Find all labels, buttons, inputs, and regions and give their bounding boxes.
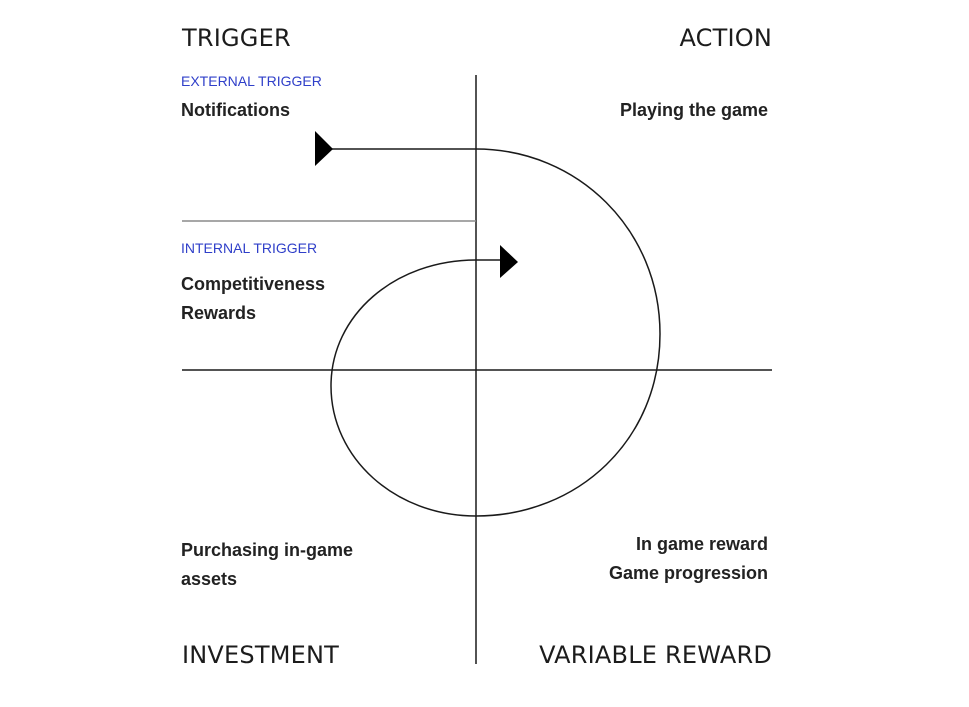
- variable-reward-item: In game reward: [635, 534, 768, 554]
- internal-trigger-label: INTERNAL TRIGGER: [181, 240, 318, 256]
- internal-trigger-item: Competitiveness: [181, 274, 326, 294]
- variable-reward-title: VARIABLE REWARD: [539, 641, 772, 669]
- trigger-title: TRIGGER: [182, 24, 291, 52]
- internal-trigger-arrow-icon: [500, 245, 518, 278]
- investment-item: assets: [181, 569, 238, 589]
- hook-loop-path: [330, 148, 661, 517]
- external-trigger-label: EXTERNAL TRIGGER: [181, 73, 322, 89]
- external-trigger-arrow-icon: [315, 131, 333, 166]
- investment-item: Purchasing in-game: [181, 540, 354, 560]
- action-item: Playing the game: [619, 100, 768, 120]
- investment-title: INVESTMENT: [182, 641, 339, 669]
- external-trigger-item: Notifications: [181, 100, 291, 120]
- variable-reward-item: Game progression: [608, 563, 768, 583]
- internal-trigger-item: Rewards: [181, 303, 257, 323]
- action-title: ACTION: [679, 24, 772, 52]
